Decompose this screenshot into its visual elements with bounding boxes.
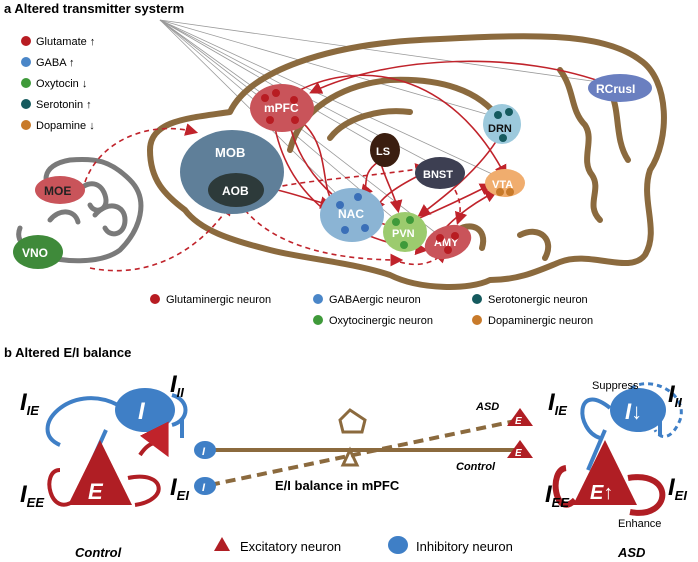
- control-iee-label: IEE: [20, 481, 44, 510]
- transmitter-dot: [21, 78, 31, 88]
- bnst-label: BNST: [423, 169, 453, 181]
- neuron-legend: Glutaminergic neuron GABAergic neuron Sero…: [150, 294, 593, 327]
- neuron-legend-label: GABAergic neuron: [329, 294, 421, 306]
- neuron-legend-dot: [313, 294, 323, 304]
- asd-enhance: Enhance: [618, 518, 661, 530]
- transmitter-dot: [21, 120, 31, 130]
- region-aob: AOB: [208, 173, 264, 207]
- asd-iei-label: IEI: [668, 474, 687, 503]
- balance-excit-control: E: [515, 448, 522, 459]
- legend-inhibitory: Inhibitory neuron: [416, 539, 513, 554]
- neuron-legend-label: Dopaminergic neuron: [488, 315, 593, 327]
- neuron-legend-dot: [150, 294, 160, 304]
- asd-excit-label: E↑: [590, 482, 613, 504]
- transmitter-label: Glutamate ↑: [36, 36, 95, 48]
- panel-b-heading: b Altered E/I balance: [4, 345, 131, 360]
- transmitter-legend: Glutamate ↑ GABA ↑ Oxytocin ↓ Serotonin ↑ Do…: [21, 36, 95, 132]
- control-iei-label: IEI: [170, 474, 189, 503]
- balance-asd-label: ASD: [475, 401, 499, 413]
- control-iii-label: III: [170, 371, 184, 400]
- control-circuit: I E IIE III IEE IEI Control: [20, 371, 189, 560]
- asd-iee-label: IEE: [545, 481, 569, 510]
- pvn-label: PVN: [392, 228, 415, 240]
- asd-iii-label: III: [668, 381, 682, 410]
- region-ls: LS: [370, 133, 400, 167]
- neuron-legend-label: Oxytocinergic neuron: [329, 315, 433, 327]
- balance-inhib-top: I: [202, 446, 206, 458]
- asd-inhib-label: I↓: [625, 399, 642, 424]
- region-rcrusi: RCrusI: [588, 74, 652, 102]
- rcrusi-label: RCrusI: [596, 82, 635, 96]
- control-inhib-label: I: [138, 398, 146, 425]
- region-vta: VTA: [485, 169, 525, 197]
- region-moe: MOE: [35, 176, 85, 204]
- region-vno: VNO: [13, 235, 63, 269]
- ei-legend: Excitatory neuron Inhibitory neuron: [214, 536, 513, 554]
- balance-control-label: Control: [456, 461, 496, 473]
- transmitter-label: Serotonin ↑: [36, 99, 92, 111]
- asd-caption: ASD: [617, 545, 646, 560]
- neuron-dots: [261, 89, 514, 254]
- drn-label: DRN: [488, 123, 512, 135]
- neuron-legend-dot: [313, 315, 323, 325]
- region-nac: NAC: [320, 188, 384, 242]
- neuron-legend-label: Serotonergic neuron: [488, 294, 588, 306]
- neuron-legend-label: Glutaminergic neuron: [166, 294, 271, 306]
- control-iie-label: IIE: [20, 389, 39, 418]
- transmitter-label: Dopamine ↓: [36, 120, 95, 132]
- legend-excitatory: Excitatory neuron: [240, 539, 341, 554]
- nac-label: NAC: [338, 207, 364, 221]
- balance-excit-asd: E: [515, 416, 522, 427]
- vta-label: VTA: [492, 179, 513, 191]
- balance-scale: I I E E ASD Control E/I balance in mPFC: [194, 401, 533, 495]
- mpfc-label: mPFC: [264, 101, 299, 115]
- panel-a-heading: a Altered transmitter systerm: [4, 1, 184, 16]
- control-caption: Control: [75, 545, 122, 560]
- mob-label: MOB: [215, 145, 245, 160]
- asd-suppress: Suppress: [592, 380, 639, 392]
- transmitter-dot: [21, 57, 31, 67]
- aob-label: AOB: [222, 184, 249, 198]
- asd-iie-label: IIE: [548, 389, 567, 418]
- neuron-legend-dot: [472, 294, 482, 304]
- region-mpfc: mPFC: [250, 84, 314, 132]
- moe-label: MOE: [44, 184, 71, 198]
- asd-circuit: I↓ E↑ IIE III IEE IEI Suppress Enhance A…: [545, 380, 687, 560]
- vno-label: VNO: [22, 246, 48, 260]
- transmitter-label: Oxytocin ↓: [36, 78, 87, 90]
- control-excit-label: E: [88, 479, 104, 504]
- balance-title: E/I balance in mPFC: [275, 478, 400, 493]
- region-bnst: BNST: [415, 157, 465, 189]
- balance-inhib-bottom: I: [202, 482, 206, 494]
- neuron-legend-dot: [472, 315, 482, 325]
- ls-label: LS: [376, 146, 390, 158]
- transmitter-dot: [21, 99, 31, 109]
- transmitter-dot: [21, 36, 31, 46]
- transmitter-label: GABA ↑: [36, 57, 75, 69]
